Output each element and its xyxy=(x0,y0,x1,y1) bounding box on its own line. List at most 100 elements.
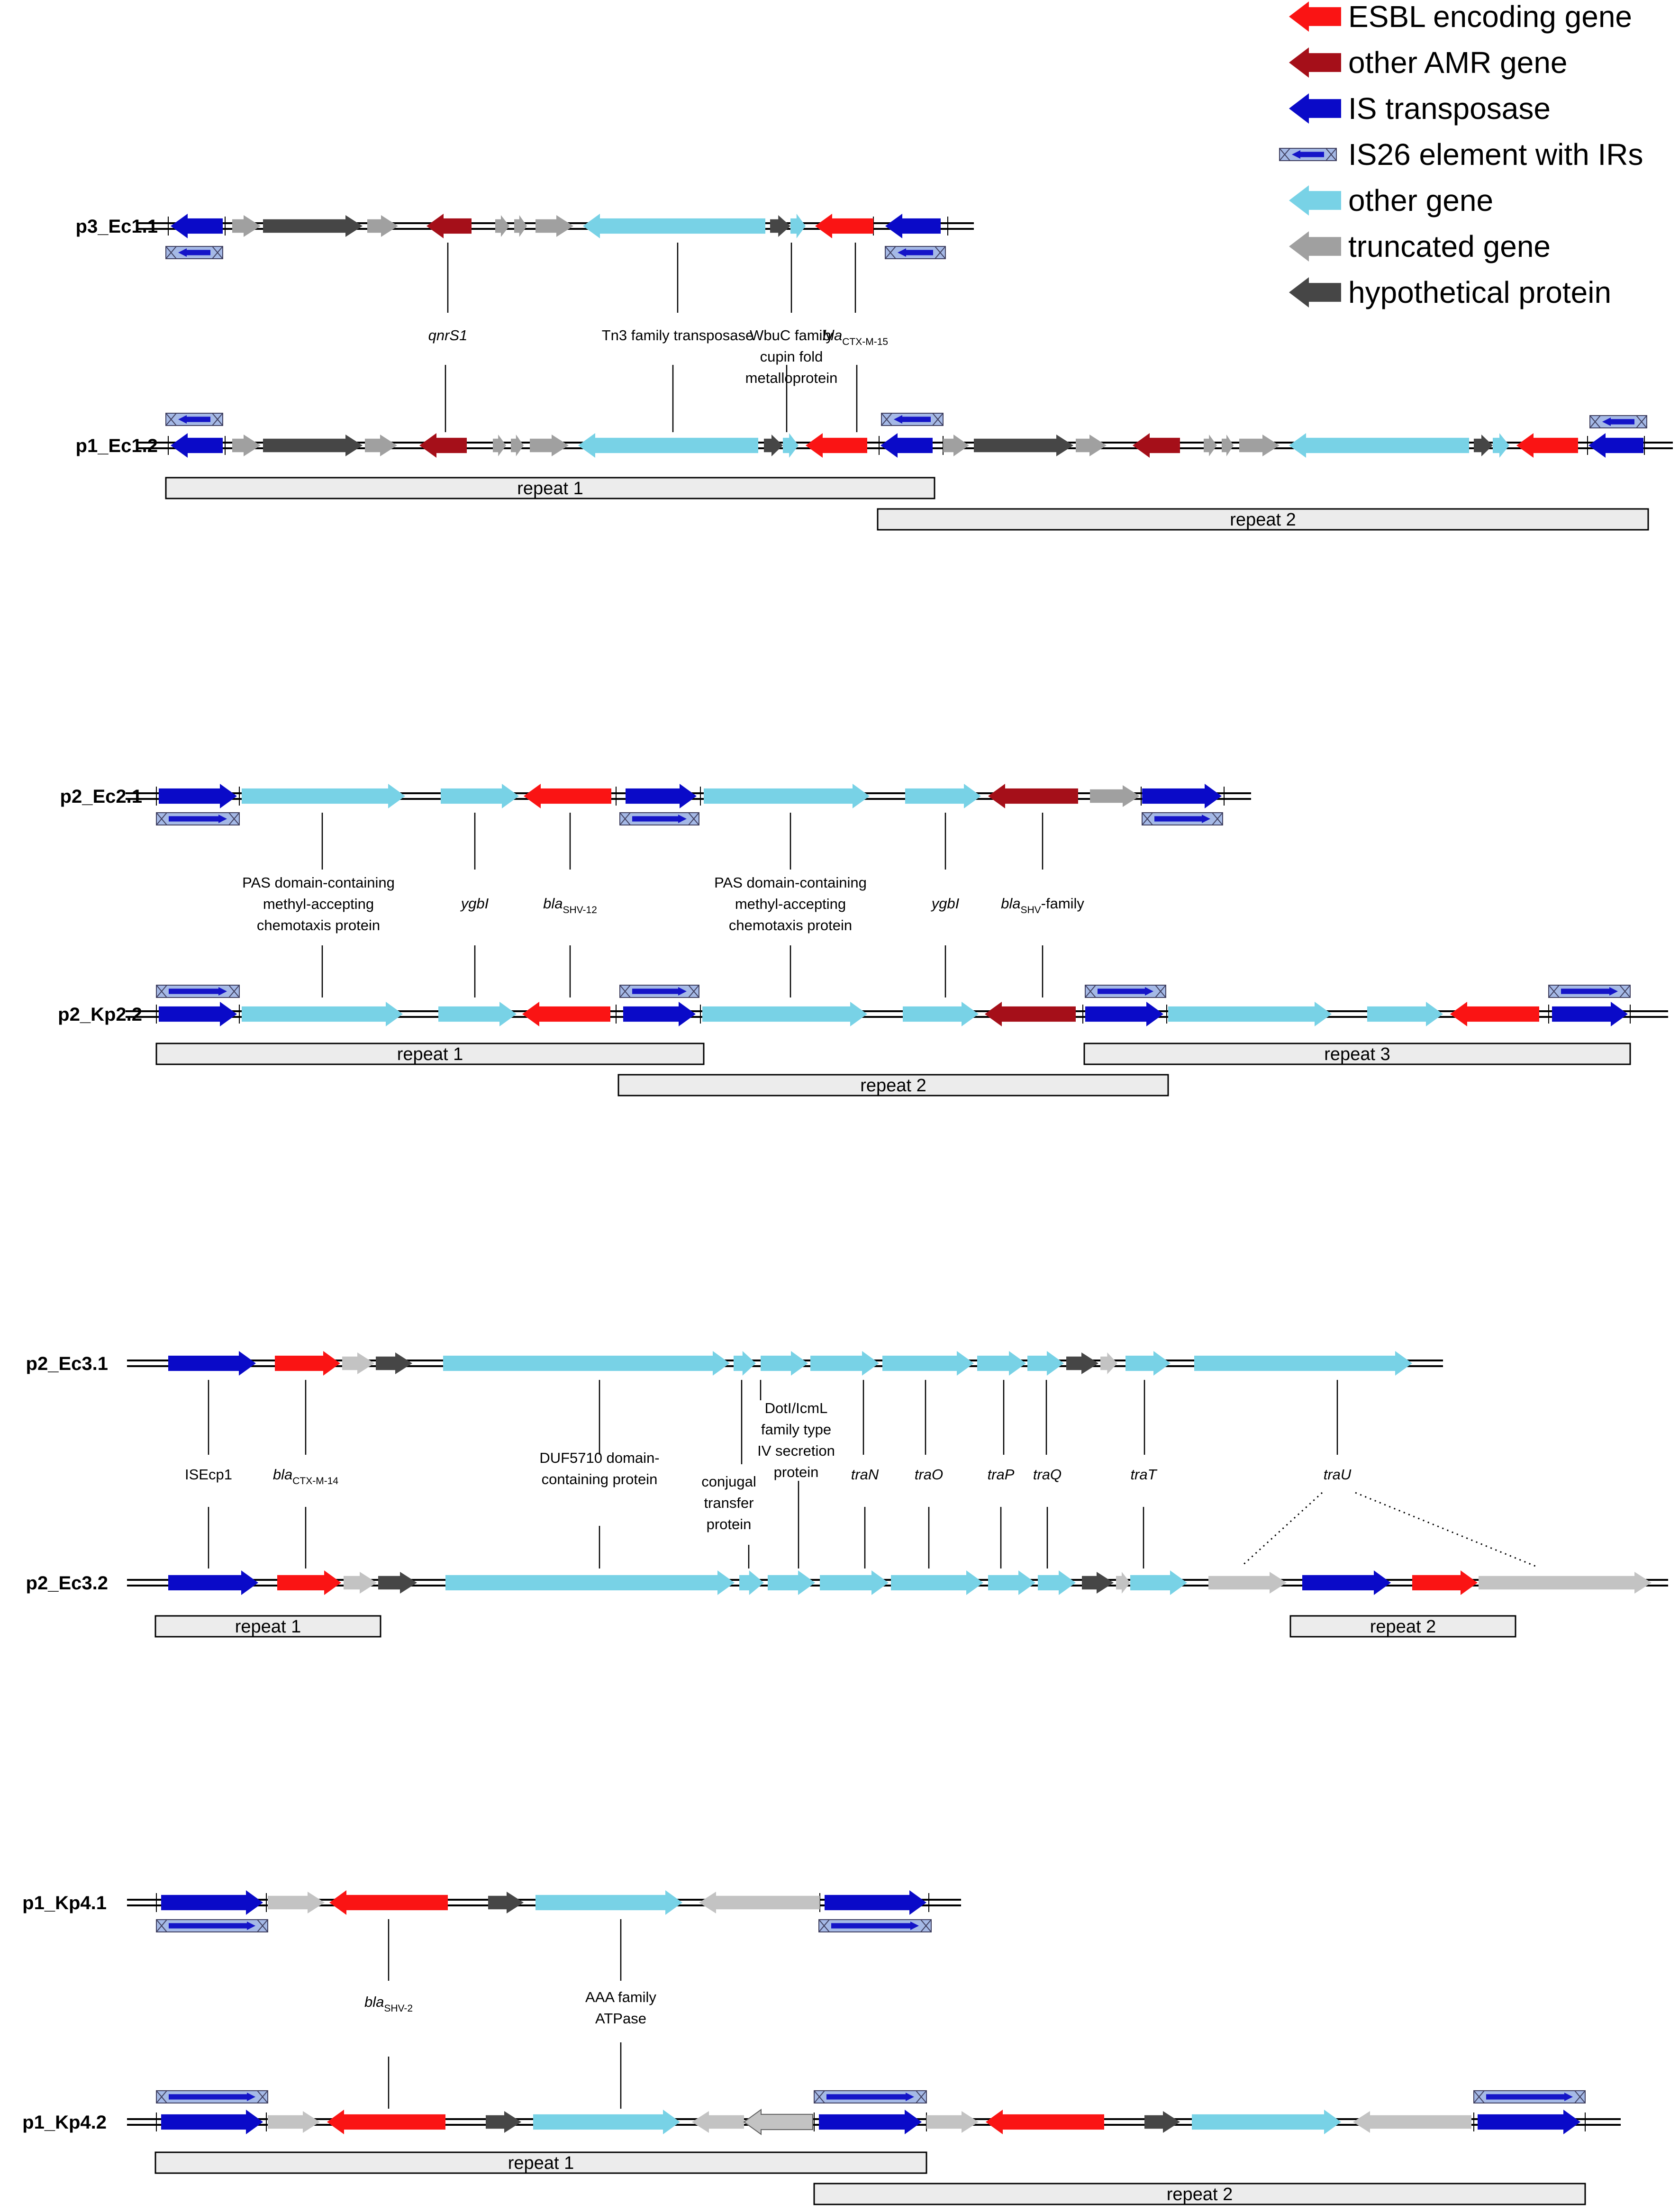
is_transposase-gene-arrow xyxy=(161,2110,263,2134)
is_transposase-gene-arrow xyxy=(168,1351,256,1376)
other_gene-gene-arrow xyxy=(882,1351,974,1376)
gene-annotation: ygbI xyxy=(460,895,489,912)
truncated_gene-gene-arrow xyxy=(1239,435,1280,456)
other_gene-gene-arrow xyxy=(1125,1351,1171,1376)
gene-annotation: traO xyxy=(915,1466,943,1483)
is26-element-box xyxy=(818,1919,932,1932)
other_gene-gene-arrow xyxy=(903,1002,979,1026)
truncated_light-gene-arrow xyxy=(1353,2111,1471,2133)
is_transposase-gene-arrow xyxy=(1085,1002,1163,1026)
is_transposase-gene-arrow xyxy=(825,1890,926,1915)
truncated_gene-gene-arrow xyxy=(1090,785,1140,807)
is26-element-box xyxy=(1548,985,1631,998)
is_transposase-gene-arrow xyxy=(161,1890,263,1915)
other_gene-gene-arrow xyxy=(783,433,799,458)
legend-entry-other-amr: other AMR gene xyxy=(1289,45,1568,80)
legend-entry-is26: IS26 element with IRs xyxy=(1279,137,1643,172)
truncated_light-gene-arrow xyxy=(1479,1572,1652,1594)
hypothetical-gene-arrow xyxy=(376,1352,412,1374)
repeat-3-box: repeat 3 xyxy=(1083,1043,1631,1065)
is26-element-box xyxy=(156,812,240,825)
truncated_light-gene-arrow xyxy=(268,2111,320,2133)
is26-element-box xyxy=(1142,812,1223,825)
truncated_gene-gene-arrow xyxy=(1222,435,1234,456)
is_transposase-gene-arrow xyxy=(159,784,237,808)
truncated_gene-gene-arrow xyxy=(535,215,573,237)
other_gene-gene-arrow xyxy=(977,1351,1026,1376)
gene-annotation: traN xyxy=(851,1466,879,1483)
track-name: p1_Kp4.1 xyxy=(22,1893,107,1913)
truncated_light-gene-arrow xyxy=(342,1352,374,1374)
repeat-label: repeat 3 xyxy=(1324,1044,1390,1064)
repeat-1-box: repeat 1 xyxy=(154,2151,927,2174)
other_gene-gene-arrow xyxy=(535,1890,682,1915)
is_transposase-gene-arrow xyxy=(1302,1570,1391,1595)
other_gene-gene-arrow xyxy=(1493,433,1509,458)
truncated_light-gene-arrow xyxy=(1208,1572,1287,1594)
truncated_gene-gene-arrow xyxy=(495,215,509,237)
is_transposase-gene-arrow xyxy=(171,214,223,238)
truncated_light-gene-arrow xyxy=(1100,1352,1117,1374)
esbl-gene-arrow xyxy=(524,784,611,808)
repeat-label: repeat 1 xyxy=(397,1044,463,1064)
tra-u-split-connector xyxy=(1241,1492,1323,1567)
repeat-1-box: repeat 1 xyxy=(155,1043,705,1065)
track-name: p2_Ec3.1 xyxy=(26,1353,108,1374)
truncated_gene-gene-arrow xyxy=(514,215,527,237)
truncated_gene-gene-arrow xyxy=(943,435,969,456)
esbl-gene-arrow xyxy=(1516,433,1578,458)
gene-annotation: blaSHV-2 xyxy=(364,1994,413,2014)
is_transposase-gene-arrow xyxy=(159,1002,237,1026)
truncated_gene-gene-arrow xyxy=(367,215,398,237)
truncated-gene-outlined-arrow xyxy=(743,2109,813,2135)
repeat-label: repeat 1 xyxy=(508,2153,574,2173)
is26-element-box xyxy=(1473,2090,1586,2103)
gene-annotation: DUF5710 domain-containing protein xyxy=(539,1450,659,1487)
is26-element-box xyxy=(885,246,946,259)
other_gene-gene-arrow xyxy=(891,1570,983,1595)
hypothetical-gene-arrow xyxy=(1066,1352,1098,1374)
truncated_light-gene-arrow xyxy=(1116,1572,1130,1594)
gene-annotation: traQ xyxy=(1033,1466,1062,1483)
other_gene-gene-arrow xyxy=(704,784,870,808)
other_gene-gene-arrow xyxy=(739,1570,764,1595)
track-name: p1_Ec1.2 xyxy=(76,435,158,456)
gene-annotation: ygbI xyxy=(931,895,960,912)
legend-label: other AMR gene xyxy=(1348,45,1568,80)
legend-entry-other-gene: other gene xyxy=(1289,183,1493,218)
hypothetical-gene-arrow xyxy=(764,435,783,456)
other_gene-gene-arrow xyxy=(790,214,806,238)
esbl-gene-arrow xyxy=(1450,1002,1539,1026)
gene-annotation: qnrS1 xyxy=(428,327,468,344)
track-name: p1_Kp4.2 xyxy=(22,2112,107,2133)
truncated_gene-gene-arrow xyxy=(1204,435,1217,456)
truncated_gene-gene-arrow xyxy=(511,435,524,456)
gene-annotation: blaSHV-12 xyxy=(543,895,597,916)
truncated_light-gene-arrow xyxy=(699,1892,820,1913)
is26-element-box xyxy=(619,812,699,825)
other_gene-gene-arrow xyxy=(445,1570,735,1595)
hypothetical-gene-arrow xyxy=(770,215,790,237)
is26-element-box xyxy=(619,985,699,998)
track-name: p2_Ec3.2 xyxy=(26,1573,108,1594)
is_transposase-gene-arrow xyxy=(623,1002,696,1026)
other_gene-gene-arrow xyxy=(1194,1351,1412,1376)
repeat-label: repeat 2 xyxy=(1230,510,1296,530)
esbl-gene-arrow xyxy=(1412,1570,1478,1595)
hypothetical-gene-arrow xyxy=(486,2111,521,2133)
is_transposase-gene-arrow xyxy=(1588,433,1643,458)
repeat-label: repeat 2 xyxy=(1370,1617,1436,1637)
gene-annotation: traU xyxy=(1324,1466,1352,1483)
esbl-gene-arrow xyxy=(986,2110,1104,2134)
esbl-gene-arrow xyxy=(815,214,873,238)
hypothetical-gene-arrow xyxy=(1082,1572,1114,1594)
gene-annotation: ISEcp1 xyxy=(185,1466,232,1483)
repeat-label: repeat 2 xyxy=(860,1076,926,1096)
legend-entry-truncated-gene: truncated gene xyxy=(1289,229,1551,263)
repeat-2-box: repeat 2 xyxy=(813,2183,1586,2205)
legend-label: truncated gene xyxy=(1348,229,1551,263)
gene-annotation: traP xyxy=(988,1466,1015,1483)
